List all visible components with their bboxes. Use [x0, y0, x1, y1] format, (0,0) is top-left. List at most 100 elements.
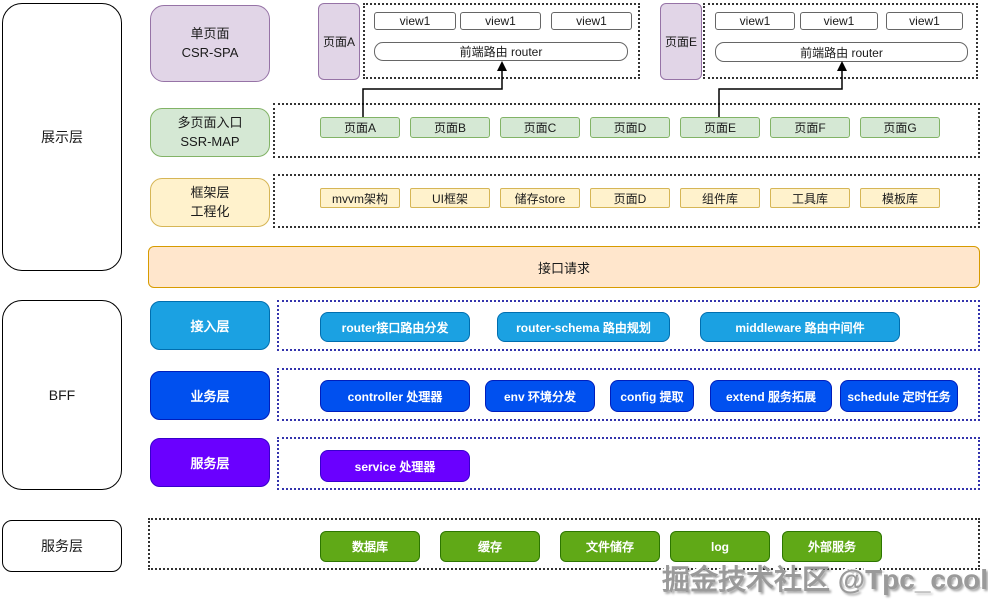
page-chip-e: 页面E [680, 117, 760, 138]
access-item-middleware: middleware 路由中间件 [700, 312, 900, 342]
framework-chip-label: 页面D [613, 191, 647, 206]
backend-service-external: 外部服务 [782, 531, 882, 562]
rail-bff-label: BFF [48, 387, 76, 403]
backend-service-cache: 缓存 [440, 531, 540, 562]
view-label: view1 [823, 14, 855, 28]
panel-e-view-2: view1 [800, 12, 878, 30]
view-label: view1 [739, 14, 771, 28]
page-chip-label: 页面G [883, 121, 917, 135]
spa-card-line2: CSR-SPA [181, 44, 239, 60]
page-chip-label: 页面F [794, 121, 826, 135]
page-chip-b: 页面B [410, 117, 490, 138]
framework-chip-store: 储存store [500, 188, 580, 208]
mpa-card: 多页面入口 SSR-MAP [150, 108, 270, 157]
service-item-label: service 处理器 [354, 459, 436, 474]
backend-service-label: 文件储存 [585, 540, 634, 554]
rail-display-layer: 展示层 [2, 3, 122, 271]
business-item-label: env 环境分发 [503, 389, 576, 404]
rail-display-layer-label: 展示层 [41, 129, 83, 145]
pages-dotted-container [273, 103, 980, 158]
bff-service-layer-header-label: 服务层 [190, 456, 230, 471]
backend-service-label: 缓存 [477, 540, 502, 554]
panel-a-view-3: view1 [551, 12, 632, 30]
rail-bff-layer: BFF [2, 300, 122, 490]
access-layer-header-label: 接入层 [190, 319, 230, 334]
access-item-router-dispatch: router接口路由分发 [320, 312, 470, 342]
view-label: view1 [485, 14, 516, 28]
framework-card-line1: 框架层 [190, 184, 230, 200]
bff-service-layer-header: 服务层 [150, 438, 270, 487]
view-label: view1 [399, 14, 431, 28]
page-a-tall-label: 页面A [322, 35, 355, 49]
page-e-tall-chip: 页面E [660, 3, 702, 80]
rail-service-layer-label: 服务层 [41, 538, 83, 554]
access-layer-dotted-container [277, 300, 980, 351]
page-a-tall-chip: 页面A [318, 3, 360, 80]
page-chip-a: 页面A [320, 117, 400, 138]
access-layer-header: 接入层 [150, 301, 270, 350]
framework-dotted-container [273, 174, 980, 228]
rail-service-layer: 服务层 [2, 520, 122, 572]
backend-services-dotted-container [148, 518, 980, 570]
access-item-label: router-schema 路由规划 [516, 320, 651, 335]
business-item-schedule: schedule 定时任务 [840, 380, 958, 412]
service-item-handler: service 处理器 [320, 450, 470, 482]
access-item-label: router接口路由分发 [341, 320, 449, 335]
framework-card-line2: 工程化 [190, 203, 230, 219]
panel-e-view-1: view1 [715, 12, 795, 30]
spa-card-line1: 单页面 [190, 25, 230, 41]
framework-chip-templates: 模板库 [860, 188, 940, 208]
framework-chip-components: 组件库 [680, 188, 760, 208]
business-item-label: controller 处理器 [347, 389, 443, 404]
framework-chip-ui: UI框架 [410, 188, 490, 208]
view-label: view1 [909, 14, 940, 28]
framework-chip-label: 组件库 [701, 191, 738, 206]
framework-chip-page-d: 页面D [590, 188, 670, 208]
page-chip-g: 页面G [860, 117, 940, 138]
page-chip-label: 页面D [613, 121, 647, 135]
spa-card: 单页面 CSR-SPA [150, 5, 270, 82]
business-item-config: config 提取 [610, 380, 694, 412]
framework-chip-tools: 工具库 [770, 188, 850, 208]
mpa-card-line1: 多页面入口 [177, 114, 243, 130]
api-request-label: 接口请求 [537, 260, 590, 276]
page-chip-f: 页面F [770, 117, 850, 138]
router-label: 前端路由 router [800, 45, 883, 60]
router-label: 前端路由 router [459, 45, 543, 59]
business-layer-dotted-container [277, 368, 980, 421]
page-chip-c: 页面C [500, 117, 580, 138]
framework-chip-mvvm: mvvm架构 [320, 188, 400, 208]
business-item-env: env 环境分发 [485, 380, 595, 412]
business-item-extend: extend 服务拓展 [710, 380, 832, 412]
framework-chip-label: mvvm架构 [332, 191, 388, 206]
backend-service-database: 数据库 [320, 531, 420, 562]
bff-service-layer-dotted-container [277, 437, 980, 490]
api-request-bar: 接口请求 [148, 246, 980, 288]
backend-service-file-storage: 文件储存 [560, 531, 660, 562]
panel-a-view-1: view1 [374, 12, 456, 30]
page-chip-d: 页面D [590, 117, 670, 138]
page-e-tall-label: 页面E [664, 35, 697, 49]
business-layer-header-label: 业务层 [190, 389, 230, 404]
backend-service-label: 数据库 [351, 540, 388, 554]
page-chip-label: 页面A [343, 121, 376, 135]
watermark: 掘金技术社区 @Tpc_cool [662, 564, 988, 595]
view-label: view1 [576, 14, 607, 28]
framework-chip-label: 模板库 [881, 191, 918, 206]
business-item-label: config 提取 [620, 389, 684, 404]
business-item-label: schedule 定时任务 [847, 389, 951, 404]
framework-chip-label: UI框架 [431, 191, 468, 206]
framework-chip-label: 储存store [514, 191, 566, 206]
access-item-router-schema: router-schema 路由规划 [497, 312, 670, 342]
business-layer-header: 业务层 [150, 371, 270, 420]
framework-chip-label: 工具库 [791, 191, 828, 206]
panel-e-view-3: view1 [886, 12, 963, 30]
page-chip-label: 页面E [703, 121, 736, 135]
framework-card: 框架层 工程化 [150, 178, 270, 227]
panel-e-router-bar: 前端路由 router [715, 42, 968, 62]
business-item-controller: controller 处理器 [320, 380, 470, 412]
business-item-label: extend 服务拓展 [725, 389, 816, 404]
page-chip-label: 页面C [523, 121, 557, 135]
access-item-label: middleware 路由中间件 [735, 320, 865, 335]
